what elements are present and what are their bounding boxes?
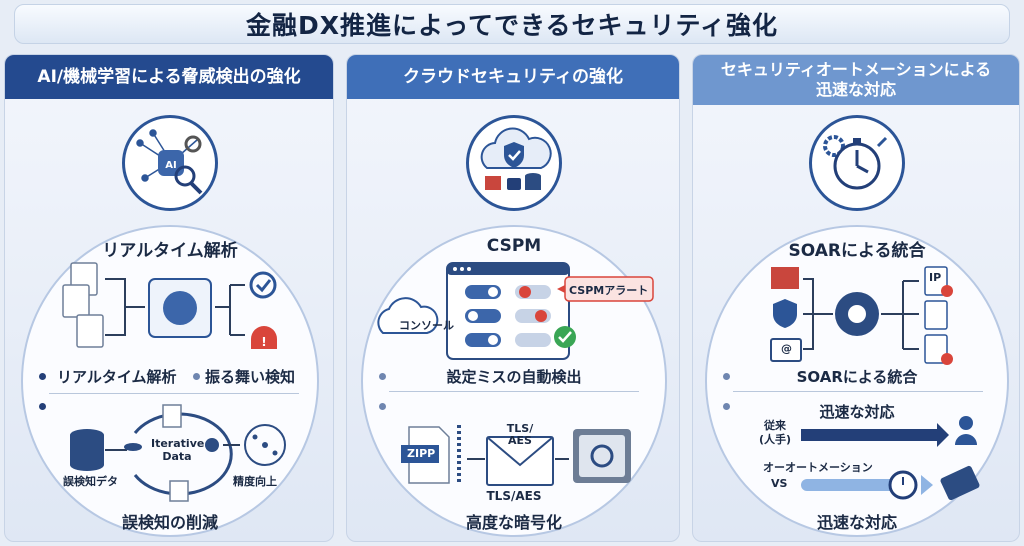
mail-at-label: @	[781, 342, 792, 355]
bullet-realtime-analysis: リアルタイム解析	[57, 368, 177, 386]
column-header: クラウドセキュリティの強化	[347, 55, 679, 99]
speed-comparison-diagram	[801, 416, 980, 501]
stopwatch-gear-icon	[809, 115, 905, 211]
column-header: AI/機械学習による脅威検出の強化	[5, 55, 333, 99]
automation-label: オーオートメーション	[763, 461, 873, 474]
encryption-flow-diagram	[401, 425, 631, 486]
cspm-alert-label: CSPMアラート	[569, 284, 649, 297]
ai-brain-icon: AI	[122, 115, 218, 211]
cloud-shield-icon	[466, 115, 562, 211]
realtime-flow-diagram: !	[62, 262, 277, 349]
separator	[389, 391, 639, 392]
title-bar: 金融DX推進によってできるセキュリティ強化	[14, 4, 1010, 44]
bullet-dot	[379, 403, 386, 410]
column-ai-threat-detection: AI/機械学習による脅威検出の強化 AI リアルタイム解析	[4, 54, 334, 542]
zip-label: ZIPP	[407, 447, 436, 460]
envelope-tls-label: TLS/ AES	[506, 422, 534, 447]
svg-text:AI: AI	[165, 160, 176, 171]
console-label: コンソール	[399, 319, 454, 332]
rapid-response-bottom-label: 迅速な対応	[816, 513, 897, 532]
rapid-response-label: 迅速な対応	[819, 403, 895, 421]
soar-hub-diagram	[770, 266, 953, 365]
soar-integration-label: SOARによる統合	[788, 241, 926, 261]
header-line-1: セキュリティオートメーションによる	[720, 60, 992, 79]
svg-text:!: !	[261, 335, 266, 349]
false-positive-reduction-label: 誤検知の削減	[121, 513, 218, 532]
iterative-data-label: Iterative Data	[151, 437, 205, 463]
column-header: セキュリティオートメーションによる 迅速な対応	[693, 55, 1019, 105]
bullet-dot	[723, 403, 730, 410]
bullet-behavior-detection: 振る舞い検知	[205, 368, 296, 386]
misconfig-detection-label: 設定ミスの自動検出	[446, 368, 582, 386]
ip-file-label: IP	[929, 271, 942, 284]
separator	[49, 393, 299, 394]
bullet-dot	[193, 373, 200, 380]
page-title: 金融DX推進によってできるセキュリティ強化	[245, 11, 779, 40]
cspm-label: CSPM	[486, 236, 542, 256]
tls-aes-label: TLS/AES	[486, 489, 542, 503]
header-line-2: 迅速な対応	[815, 80, 896, 99]
cspm-console-diagram	[377, 262, 654, 360]
traditional-line-2: (人手)	[759, 433, 792, 446]
realtime-analysis-label: リアルタイム解析	[102, 241, 238, 261]
accuracy-improvement-label: 精度向上	[233, 475, 277, 488]
vs-label: VS	[771, 477, 788, 490]
false-positive-loop-diagram	[70, 404, 286, 502]
traditional-label: 従来 (人手)	[759, 419, 791, 447]
false-positive-data-label: 誤検知デタ	[63, 475, 118, 488]
soar-integration-bullet: SOARによる統合	[796, 368, 918, 386]
separator	[733, 391, 983, 392]
bullet-dot	[379, 373, 386, 380]
bullet-dot	[723, 373, 730, 380]
traditional-line-1: 従来	[764, 419, 787, 432]
advanced-encryption-label: 高度な暗号化	[465, 513, 562, 532]
column-cloud-security: クラウドセキュリティの強化 CSPM コンソール CSPMアラ	[346, 54, 680, 542]
bullet-dot	[39, 373, 46, 380]
column-security-automation: セキュリティオートメーションによる 迅速な対応 SOARによる統合	[692, 54, 1020, 542]
bullet-dot	[39, 403, 46, 410]
